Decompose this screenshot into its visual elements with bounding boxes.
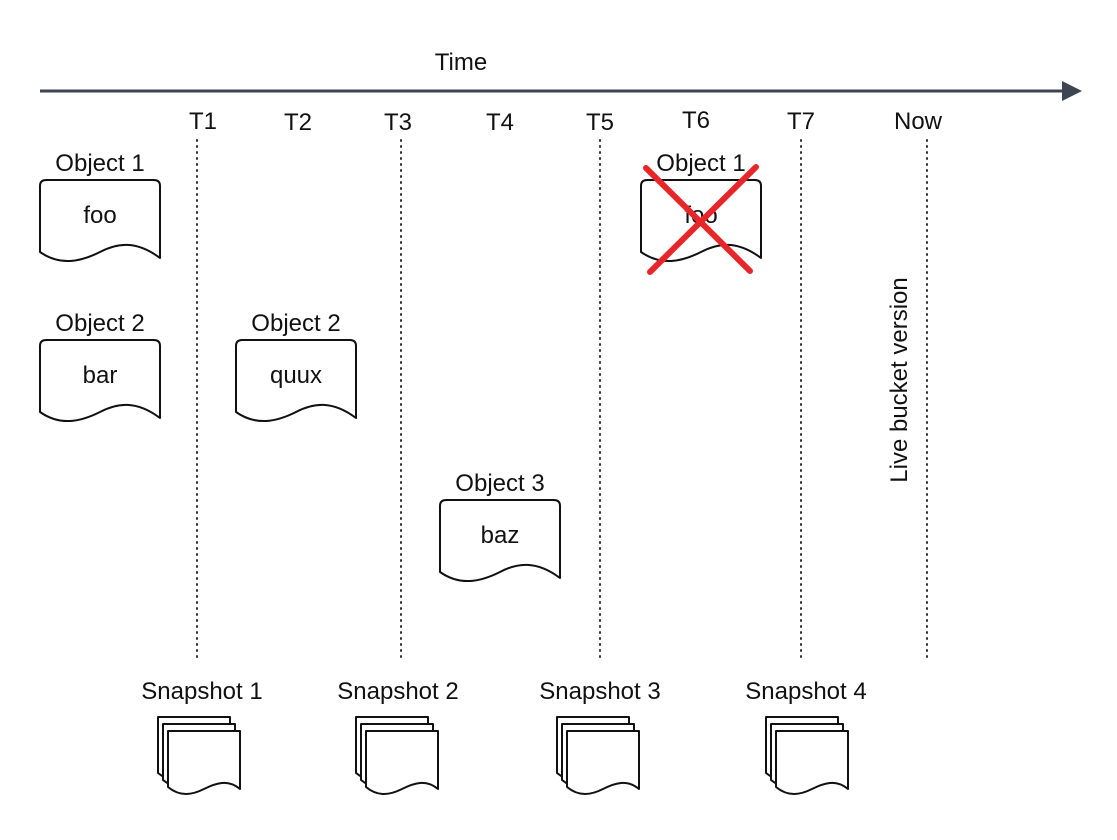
object-version: Object 2 quux bbox=[235, 310, 357, 423]
object-title: Object 1 bbox=[656, 150, 745, 177]
snapshot: Snapshot 1 bbox=[141, 678, 263, 795]
document-icon bbox=[235, 339, 357, 423]
tick-label-t7: T7 bbox=[787, 108, 815, 135]
object-content: foo bbox=[83, 202, 116, 229]
time-axis-label: Time bbox=[435, 49, 487, 76]
object-version: Object 1 foo bbox=[39, 150, 161, 263]
tick-label-t4: T4 bbox=[486, 109, 514, 136]
tick-label-now: Now bbox=[894, 108, 943, 135]
snapshot: Snapshot 4 bbox=[745, 678, 867, 795]
snapshot-label: Snapshot 3 bbox=[539, 678, 660, 705]
object-content: quux bbox=[270, 362, 322, 389]
snapshot-guides bbox=[196, 139, 928, 661]
document-icon bbox=[39, 339, 161, 423]
snapshot: Snapshot 3 bbox=[539, 678, 661, 795]
tick-label-t6: T6 bbox=[682, 107, 710, 134]
object-content: bar bbox=[83, 362, 118, 389]
snapshot-stack-icon bbox=[556, 716, 640, 795]
delete-x-stroke bbox=[643, 165, 753, 274]
snapshot-stack-icon bbox=[765, 716, 849, 795]
live-bucket-version-label: Live bucket version bbox=[886, 277, 913, 482]
time-axis-arrowhead bbox=[1062, 81, 1082, 101]
time-axis: Time bbox=[40, 49, 1082, 101]
tick-label-t3: T3 bbox=[384, 109, 412, 136]
tick-label-t1: T1 bbox=[189, 108, 217, 135]
tick-label-t5: T5 bbox=[586, 109, 614, 136]
object-version: Object 2 bar bbox=[39, 310, 161, 423]
object-title: Object 1 bbox=[55, 150, 144, 177]
snapshot-stack-icon bbox=[157, 716, 241, 795]
snapshot-label: Snapshot 4 bbox=[745, 678, 866, 705]
document-icon bbox=[39, 179, 161, 263]
snapshot-stack-icon bbox=[355, 716, 439, 795]
snapshot: Snapshot 2 bbox=[337, 678, 459, 795]
snapshot-label: Snapshot 2 bbox=[337, 678, 458, 705]
delete-x-stroke bbox=[647, 164, 759, 275]
object-title: Object 2 bbox=[55, 310, 144, 337]
time-ticks: T1 T2 T3 T4 T5 T6 T7 Now bbox=[189, 107, 943, 136]
tick-label-t2: T2 bbox=[284, 109, 312, 136]
object-version: Object 3 baz bbox=[439, 470, 561, 583]
delete-x-icon bbox=[643, 164, 759, 275]
object-content: baz bbox=[481, 522, 520, 549]
object-title: Object 2 bbox=[251, 310, 340, 337]
object-title: Object 3 bbox=[455, 470, 544, 497]
document-icon bbox=[439, 499, 561, 583]
object-version-deleted: Object 1 foo bbox=[640, 150, 762, 263]
snapshot-label: Snapshot 1 bbox=[141, 678, 262, 705]
